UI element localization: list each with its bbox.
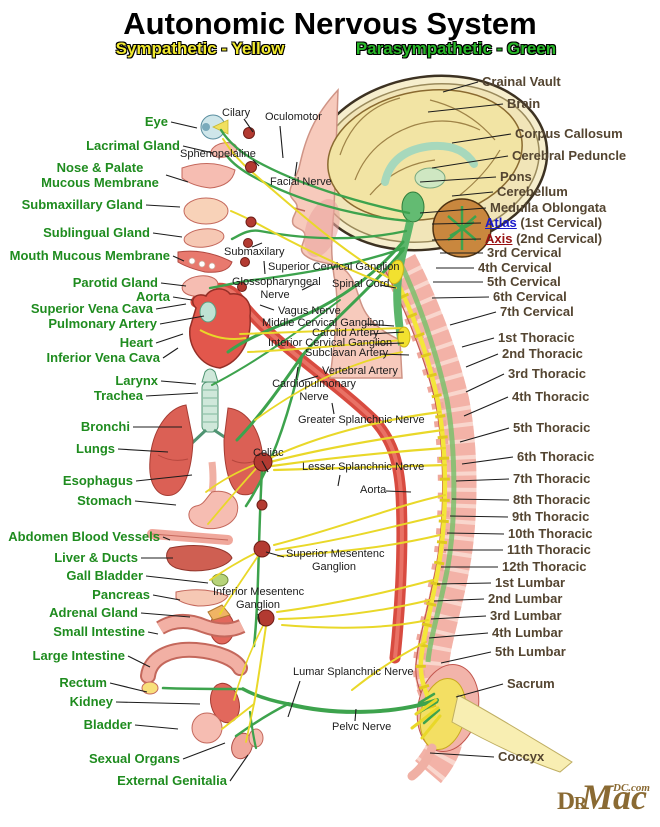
superior-mesenteric-ganglion (253, 540, 271, 558)
esophagus-organ (208, 461, 217, 493)
submaxillary-ganglion (245, 216, 257, 228)
abdomen-vessels-organ (147, 529, 233, 545)
otic-ganglion (237, 282, 247, 292)
larynx-trachea-organ (188, 368, 233, 447)
eye-organ (200, 114, 229, 140)
thalamus (414, 167, 446, 189)
spinal-cord (397, 260, 457, 663)
logo-site-text: DC.com (613, 782, 650, 794)
logo-dr-text: Dr (556, 788, 587, 815)
submaxillary-gland-organ (183, 197, 229, 225)
logo-mac-text: Mac (581, 777, 648, 817)
pancreas-organ (175, 589, 229, 607)
spine (382, 254, 573, 784)
lungs-organ (149, 404, 264, 496)
pons (401, 191, 425, 223)
sublingual-gland-organ (183, 228, 225, 248)
page-title: Autonomic Nervous System (123, 6, 537, 41)
inferior-mesenteric-ganglion (257, 609, 275, 627)
drmac-logo: DrMacDC.com (557, 776, 650, 818)
superior-cervical-ganglion-node (388, 259, 404, 285)
parasympathetic-nerves (161, 128, 441, 750)
mouth-organ (177, 250, 233, 273)
sphenopalatine-ganglion (245, 161, 257, 173)
nose-palate-organ (181, 163, 236, 189)
rectum-organ (141, 681, 159, 695)
liver-organ (166, 545, 233, 572)
stomach-organ (188, 490, 239, 530)
legend-parasympathetic: Parasympathetic - Green (355, 39, 557, 58)
corpus-callosum (381, 141, 478, 186)
sympathetic-nerves (205, 138, 448, 743)
legend-sympathetic: Sympathetic - Yellow (115, 39, 285, 58)
large-intestine-organ (140, 641, 248, 695)
coccyx-bone (407, 743, 437, 781)
pelvic-bone (451, 694, 573, 773)
organs (140, 114, 264, 760)
ganglia (237, 127, 411, 627)
sympathetic-chain (392, 274, 448, 719)
small-intestine-organ (156, 614, 246, 638)
